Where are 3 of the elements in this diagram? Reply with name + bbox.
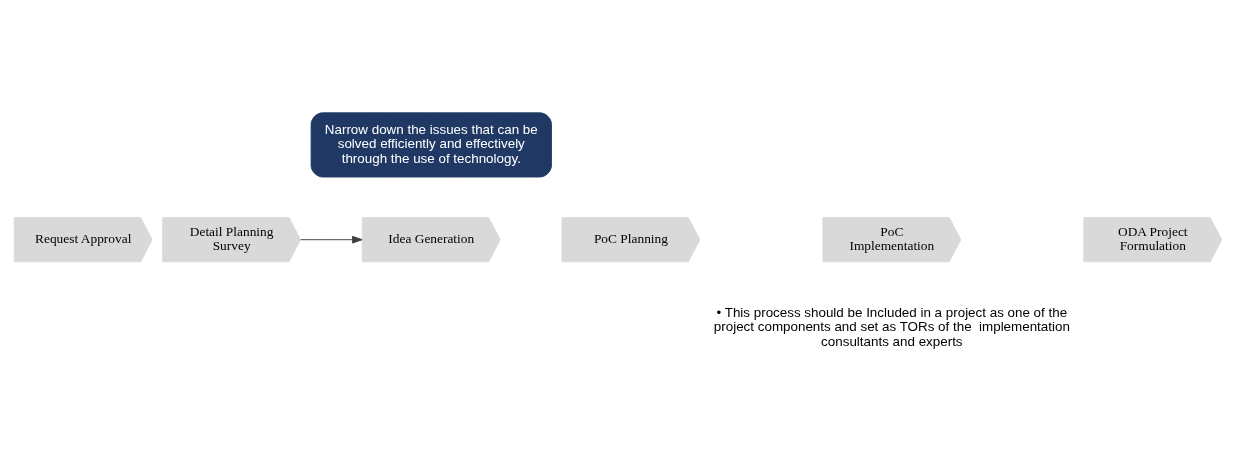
- label: • This process should be Included in a project as one of the project components and set as TORs of the implementation consultants and experts: [713, 304, 1070, 349]
- node-box: Narrow down the issues that can be solved efficiently and effectively through the use of technology.: [310, 112, 552, 178]
- arrow: [300, 235, 363, 244]
